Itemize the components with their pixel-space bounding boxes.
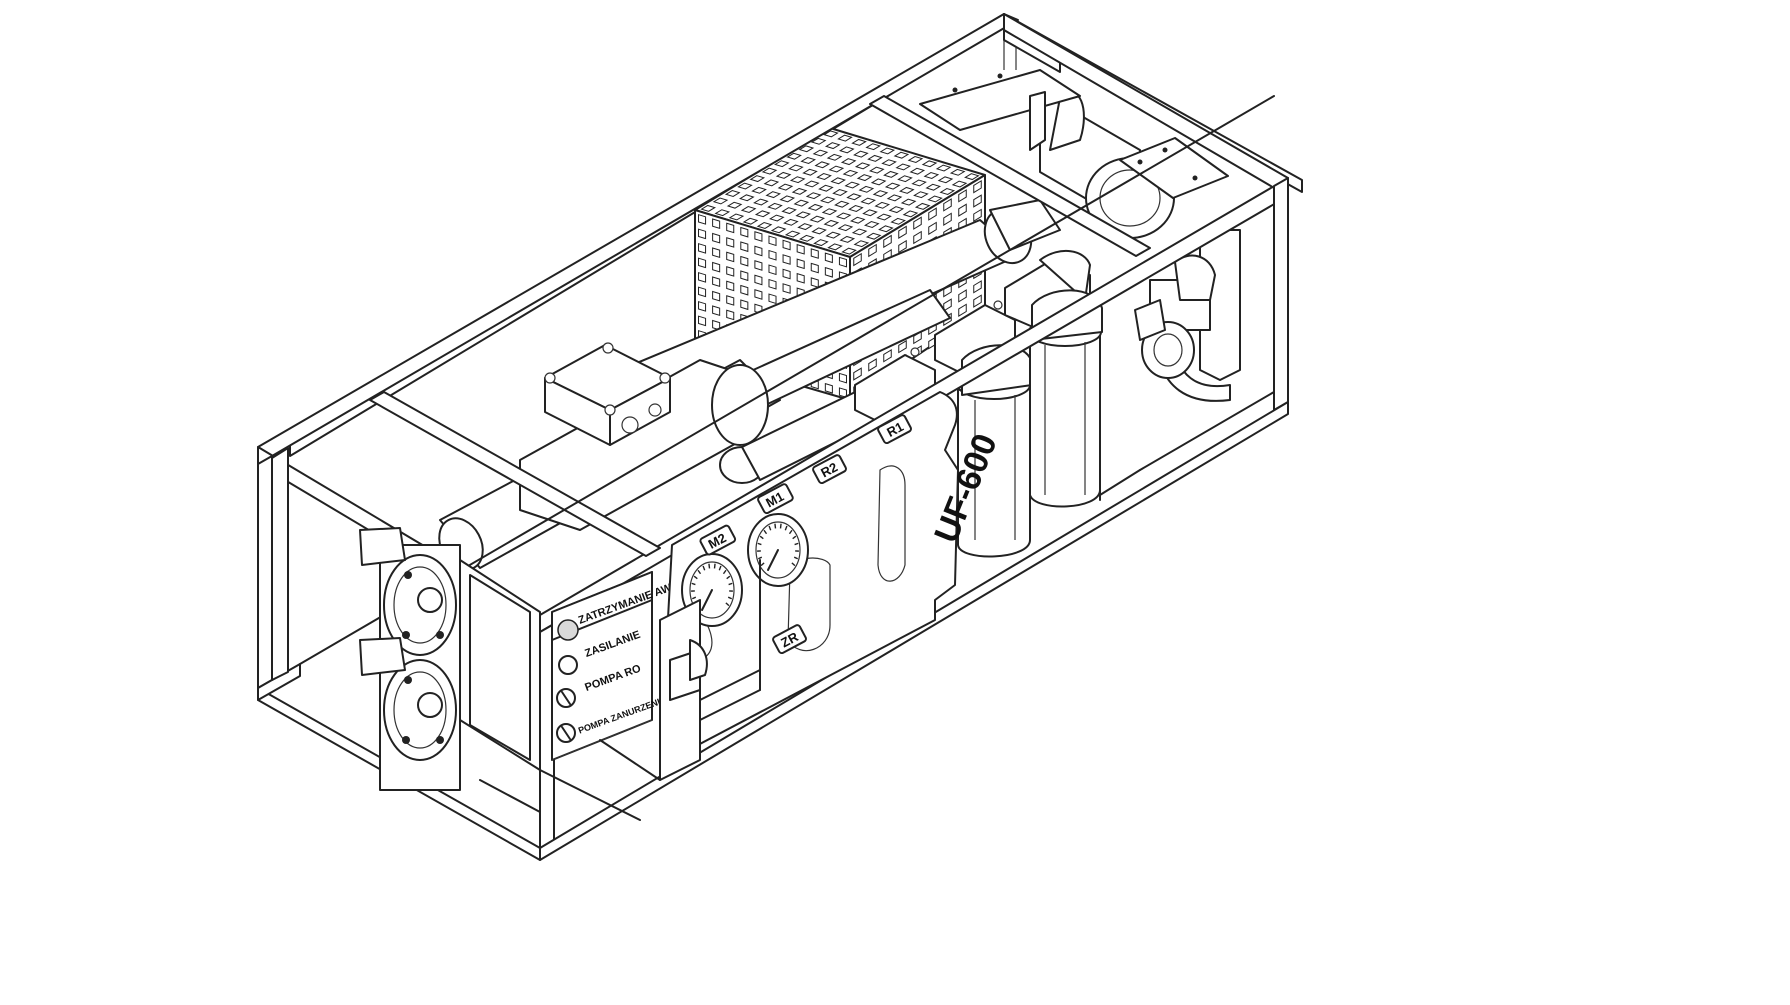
motor-end-cap <box>712 365 768 445</box>
mesh-hole <box>811 249 818 258</box>
mesh-hole <box>699 316 706 325</box>
mesh-hole <box>769 280 776 289</box>
emergency-stop-button[interactable] <box>558 620 578 640</box>
mesh-hole <box>755 246 762 255</box>
mesh-hole <box>741 271 748 280</box>
mesh-hole <box>825 253 832 262</box>
mesh-hole <box>769 265 776 274</box>
mesh-hole <box>699 302 706 311</box>
mesh-hole <box>783 240 790 249</box>
gauge-tick <box>781 524 782 529</box>
mesh-hole <box>713 233 720 242</box>
mesh-hole <box>727 238 734 247</box>
mesh-hole <box>699 273 706 282</box>
mesh-hole <box>811 263 818 272</box>
mesh-hole <box>713 219 720 228</box>
mesh-hole <box>741 257 748 266</box>
mesh-hole <box>699 258 706 267</box>
mesh-hole <box>727 310 734 319</box>
mesh-hole <box>713 248 720 257</box>
mesh-hole <box>783 269 790 278</box>
mesh-hole <box>755 232 762 241</box>
frame-upright-right-front <box>1274 178 1288 410</box>
mesh-hole <box>797 259 804 268</box>
mesh-hole <box>769 294 776 303</box>
gauge-tick <box>715 564 716 569</box>
mesh-hole <box>769 251 776 260</box>
flowmeter-r1-window <box>878 466 905 581</box>
gauge-tick <box>775 524 776 529</box>
mesh-hole <box>727 223 734 232</box>
mesh-hole <box>699 215 706 224</box>
cartridge-filter-2 <box>1030 328 1100 506</box>
pressure-gauge-m1 <box>748 514 808 586</box>
mesh-hole <box>699 287 706 296</box>
gauge-tick <box>709 564 710 569</box>
mesh-hole <box>811 278 818 287</box>
mesh-hole <box>783 255 790 264</box>
mesh-hole <box>741 300 748 309</box>
left-end-pump-heads <box>360 528 540 790</box>
mesh-hole <box>727 267 734 276</box>
mesh-hole <box>699 244 706 253</box>
mesh-hole <box>713 262 720 271</box>
power-indicator-lamp <box>559 656 577 674</box>
mesh-hole <box>741 242 748 251</box>
mesh-hole <box>825 268 832 277</box>
mesh-hole <box>741 286 748 295</box>
mesh-hole <box>755 275 762 284</box>
mesh-hole <box>797 274 804 283</box>
mesh-hole <box>727 296 734 305</box>
mesh-hole <box>727 252 734 261</box>
frame-upright-left-back <box>258 456 272 688</box>
mesh-hole <box>755 290 762 299</box>
mesh-hole <box>797 245 804 254</box>
mesh-hole <box>839 373 846 382</box>
mesh-hole <box>769 236 776 245</box>
mesh-hole <box>727 281 734 290</box>
mesh-hole <box>713 291 720 300</box>
mesh-hole <box>825 384 832 393</box>
mesh-hole <box>741 228 748 237</box>
mesh-hole <box>755 261 762 270</box>
mesh-hole <box>699 229 706 238</box>
mesh-hole <box>713 277 720 286</box>
mesh-hole <box>713 306 720 315</box>
mesh-hole <box>839 257 846 266</box>
mesh-hole <box>783 284 790 293</box>
